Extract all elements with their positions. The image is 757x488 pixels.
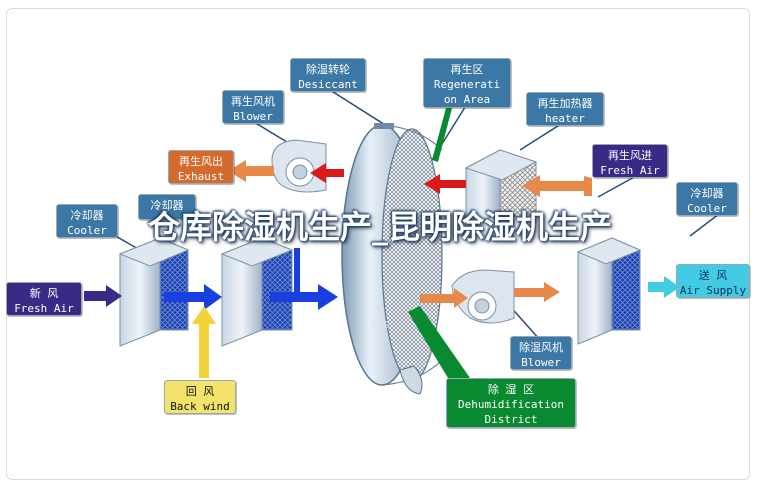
label-desiccant-cn: 除湿转轮 [306, 63, 350, 76]
label-dehum-district-en-1: Dehumidification [458, 398, 564, 411]
label-cooler-mid: 冷却器 [138, 194, 196, 220]
label-exhaust-cn: 再生风出 [179, 155, 223, 168]
diagram-frame [6, 8, 750, 480]
label-cooler-right: 冷却器 Cooler [676, 182, 738, 216]
label-cooler-right-en: Cooler [687, 202, 727, 215]
dehum-blower-fan-icon [451, 269, 515, 324]
label-regeneration-area: 再生区 Regenerati on Area [423, 58, 511, 108]
label-air-supply: 送 风 Air Supply [676, 264, 750, 298]
label-dehum-district-en-2: District [484, 413, 538, 426]
label-regen-fresh-air-en: Fresh Air [600, 164, 660, 177]
label-regen-blower-cn: 再生风机 [231, 95, 275, 108]
cooler-left [118, 237, 190, 347]
label-cooler-left-en: Cooler [67, 224, 107, 237]
label-regen-fresh-air-cn: 再生风进 [608, 149, 652, 162]
cooler-mid [220, 237, 294, 347]
label-exhaust: 再生风出 Exhaust [168, 150, 234, 184]
label-desiccant: 除湿转轮 Desiccant [290, 58, 366, 92]
label-back-wind-en: Back wind [170, 400, 230, 413]
label-regen-area-cn: 再生区 [450, 63, 484, 76]
label-regen-blower-en: Blower [233, 110, 273, 123]
label-dehum-district-cn: 除 湿 区 [487, 383, 535, 396]
label-regen-fresh-air: 再生风进 Fresh Air [592, 144, 668, 178]
label-dehum-blower-cn: 除湿风机 [519, 341, 563, 354]
label-regen-area-en-1: Regenerati [433, 78, 501, 91]
label-back-wind-cn: 回 风 [185, 385, 215, 398]
label-exhaust-en: Exhaust [177, 170, 225, 183]
watermark-text: XTS [370, 320, 390, 331]
label-regen-blower: 再生风机 Blower [222, 90, 284, 124]
label-air-supply-cn: 送 风 [698, 269, 728, 282]
label-cooler-right-cn: 冷却器 [690, 187, 724, 200]
label-air-supply-en: Air Supply [679, 284, 747, 297]
desiccant-wheel [341, 123, 443, 395]
label-desiccant-en: Desiccant [298, 78, 358, 91]
flow-arrows [84, 108, 680, 378]
label-regen-heater-en: heater [545, 112, 585, 125]
label-back-wind: 回 风 Back wind [164, 380, 236, 414]
label-regen-heater: 再生加热器 heater [526, 92, 604, 126]
cooler-right [576, 237, 642, 345]
label-regen-area-en-2: on Area [443, 93, 491, 106]
label-dehum-blower-en: Blower [521, 356, 561, 369]
overlay-title: 仓库除湿机生产_昆明除湿机生产 [147, 208, 612, 246]
label-fresh-air: 新 风 Fresh Air [6, 282, 82, 316]
label-cooler-left: 冷却器 Cooler [56, 204, 118, 238]
label-dehum-blower: 除湿风机 Blower [510, 336, 572, 370]
label-dehum-district: 除 湿 区 Dehumidification District [446, 378, 576, 428]
label-cooler-mid-cn: 冷却器 [150, 199, 184, 212]
regen-blower-fan-icon [271, 139, 327, 193]
regen-heater [464, 149, 538, 231]
label-fresh-air-cn: 新 风 [29, 287, 59, 300]
label-regen-heater-cn: 再生加热器 [537, 97, 593, 110]
label-fresh-air-en: Fresh Air [14, 302, 74, 315]
label-cooler-left-cn: 冷却器 [70, 209, 104, 222]
